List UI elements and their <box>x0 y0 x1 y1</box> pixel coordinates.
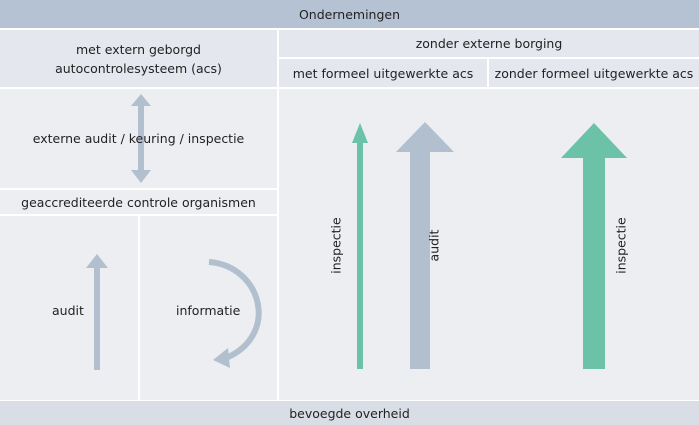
inspectie-arrow-icon <box>352 123 368 369</box>
companies-header: Ondernemingen <box>0 0 699 28</box>
right-subheader-formal: met formeel uitgewerkte acs <box>279 59 487 87</box>
right-header-label: zonder externe borging <box>415 36 563 51</box>
cbo-label: geaccrediteerde controle organismen <box>21 194 256 210</box>
information-label: informatie <box>176 303 241 318</box>
inspectie-vertical-label: inspectie <box>328 217 344 274</box>
external-audit-label: externe audit / keuring / inspectie <box>32 131 245 146</box>
audit-wide-arrow-icon <box>396 122 454 369</box>
left-header-line2: autocontrolesysteem (acs) <box>55 60 222 76</box>
audit-arrow-icon <box>86 254 108 370</box>
audit-vertical-label: audit <box>426 229 442 262</box>
left-column-header: met extern geborgd autocontrolesysteem (… <box>0 30 277 87</box>
right-body-zone <box>279 89 699 400</box>
information-zone <box>140 216 277 400</box>
right-subheader-informal-label: zonder formeel uitgewerkte acs <box>494 65 694 81</box>
inspectie-vertical-label-2: inspectie <box>613 217 629 274</box>
double-arrow-icon <box>131 94 151 183</box>
inspectie-big-arrow-icon <box>561 123 627 369</box>
left-header-line1: met extern geborgd <box>75 41 201 57</box>
authority-label: bevoegde overheid <box>289 405 410 421</box>
audit-zone <box>0 216 138 400</box>
companies-header-label: Ondernemingen <box>298 6 401 22</box>
right-subheader-informal: zonder formeel uitgewerkte acs <box>489 59 699 87</box>
information-arrow-icon <box>208 259 262 368</box>
right-subheader-formal-label: met formeel uitgewerkte acs <box>292 65 474 81</box>
authority-footer: bevoegde overheid <box>0 401 699 425</box>
right-column-header: zonder externe borging <box>279 30 699 57</box>
cbo-strip: geaccrediteerde controle organismen <box>0 190 277 214</box>
audit-label: audit <box>52 303 84 318</box>
